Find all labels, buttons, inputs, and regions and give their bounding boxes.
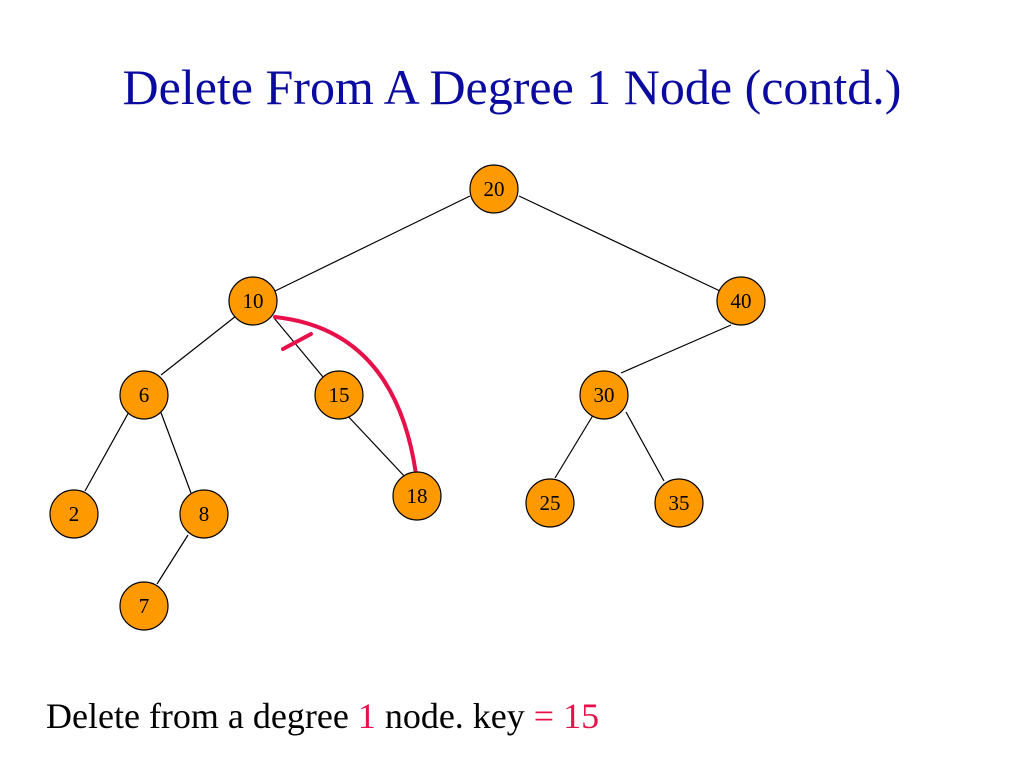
node-label: 6	[139, 383, 150, 407]
edge-8-7	[156, 534, 189, 585]
tree-node: 7	[119, 581, 169, 631]
edge-30-25	[554, 411, 596, 479]
slide-title: Delete From A Degree 1 Node (contd.)	[122, 59, 902, 115]
node-label: 35	[669, 491, 690, 515]
node-circle	[228, 276, 278, 326]
node-circle	[579, 370, 629, 420]
tree-edges	[84, 195, 732, 585]
caption-key-value: 15	[563, 696, 600, 736]
tree-node: 20	[469, 164, 519, 214]
tree-node: 40	[716, 276, 766, 326]
tree-node: 2	[49, 489, 99, 539]
node-label: 20	[484, 177, 505, 201]
edge-6-8	[159, 409, 192, 494]
caption-middle: node. key	[375, 696, 534, 736]
node-circle	[119, 370, 169, 420]
node-label: 25	[540, 491, 561, 515]
edge-10-6	[160, 315, 237, 376]
node-label: 40	[731, 289, 752, 313]
tree-node: 30	[579, 370, 629, 420]
slide-caption: Delete from a degree 1 node. key = 15	[46, 698, 599, 734]
tree-node: 18	[392, 471, 442, 521]
tree-nodes: 20 10 40 6 15 30	[49, 164, 766, 631]
caption-equals-sign: =	[533, 696, 555, 736]
node-circle	[314, 370, 364, 420]
cut-mark-edge-10-15	[281, 332, 313, 351]
node-circle	[525, 478, 575, 528]
relink-arc-10-to-18	[273, 315, 418, 476]
node-label: 15	[329, 383, 350, 407]
edge-15-18	[344, 412, 407, 479]
caption-degree-value: 1	[357, 696, 376, 736]
node-label: 2	[69, 502, 80, 526]
caption-prefix: Delete from a degree	[46, 696, 358, 736]
tree-node: 8	[179, 489, 229, 539]
tree-node: 6	[119, 370, 169, 420]
tree-node: 25	[525, 478, 575, 528]
node-circle	[654, 478, 704, 528]
tree-node: 35	[654, 478, 704, 528]
edge-30-35	[625, 411, 665, 482]
edge-6-2	[84, 409, 131, 492]
node-label: 10	[243, 289, 264, 313]
node-label: 30	[594, 383, 615, 407]
node-label: 18	[407, 484, 428, 508]
node-circle	[49, 489, 99, 539]
edge-10-15	[273, 317, 324, 378]
node-circle	[716, 276, 766, 326]
tree-node: 10	[228, 276, 278, 326]
node-label: 8	[199, 502, 210, 526]
tree-node: 15	[314, 370, 364, 420]
caption-space	[554, 696, 563, 736]
node-circle	[179, 489, 229, 539]
node-label: 7	[139, 594, 150, 618]
node-circle	[119, 581, 169, 631]
edge-20-40	[518, 195, 721, 292]
node-circle	[392, 471, 442, 521]
node-circle	[469, 164, 519, 214]
edge-20-10	[272, 195, 471, 293]
edge-40-30	[620, 324, 732, 374]
